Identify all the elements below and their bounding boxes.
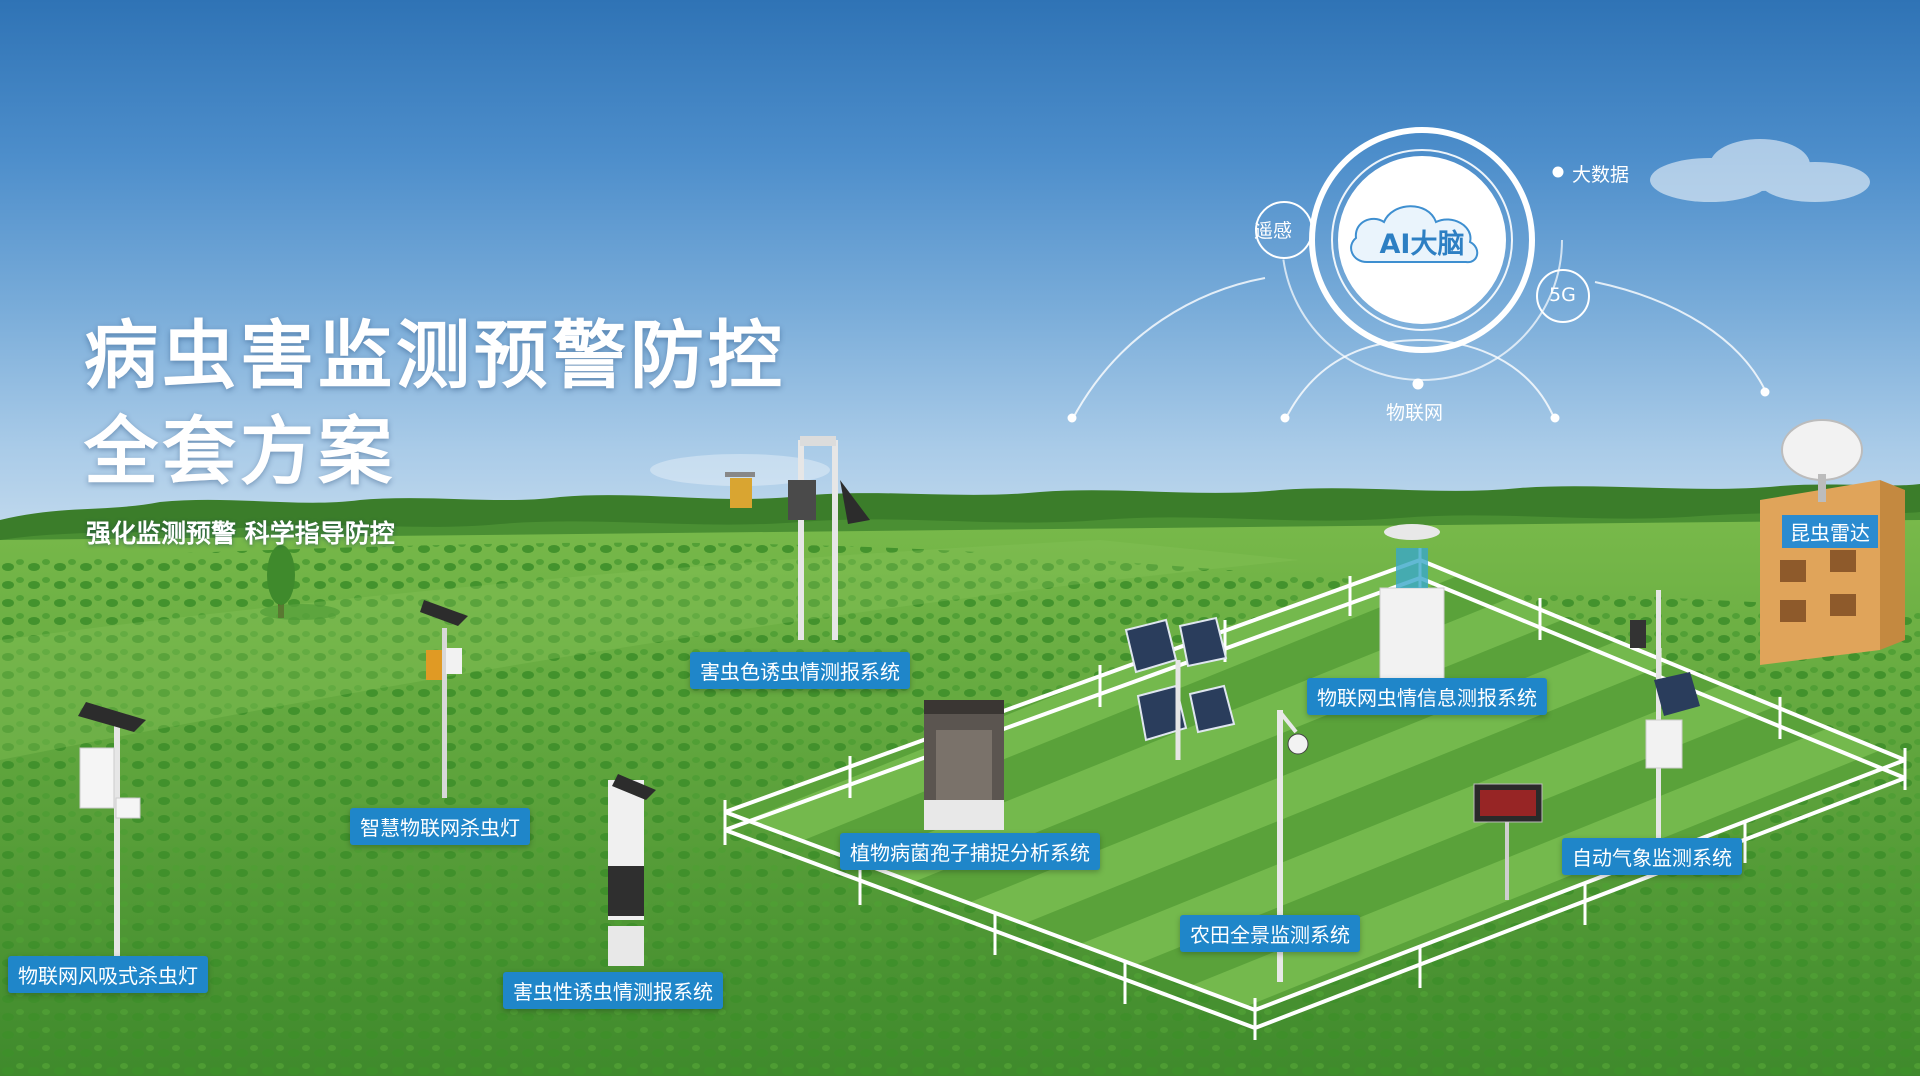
led-display-board: [1473, 783, 1543, 900]
weather-station: [1630, 590, 1700, 850]
fenced-plot: [725, 560, 1905, 1010]
tree: [260, 545, 340, 620]
slogan: 强化监测预警 科学指导防控: [86, 519, 395, 548]
color-trap-tag: 害虫色诱虫情测报系统: [690, 652, 910, 689]
big-data-label: 大数据: [1572, 164, 1630, 186]
ai-hub-rings: [1067, 99, 1770, 423]
iot-label: 物联网: [1386, 402, 1444, 424]
wind-suction-lamp: [78, 702, 146, 960]
smart-insect-lamp: [420, 600, 468, 798]
5g-node: [1536, 269, 1590, 323]
ai-brain-label: AI大脑: [1379, 229, 1465, 260]
clouds: [650, 139, 1870, 486]
pheromone-trap-tag: 害虫性诱虫情测报系统: [503, 972, 723, 1009]
hill-highlight: [0, 540, 1300, 760]
5g-label: 5G: [1549, 284, 1576, 306]
page-title-line2: 全套方案: [84, 409, 396, 495]
camera-pole: [1277, 710, 1309, 982]
cloud-icon: [1350, 205, 1479, 264]
remote-sensing-node: [1255, 201, 1313, 259]
weather-station-tag: 自动气象监测系统: [1562, 838, 1742, 875]
pheromone-trap: [608, 774, 656, 966]
insect-radar-tag: 昆虫雷达: [1782, 515, 1878, 548]
spore-catcher: [924, 700, 1004, 830]
field-camera-tag: 农田全景监测系统: [1180, 915, 1360, 952]
color-trap-tower: [725, 436, 870, 640]
sky-background: [0, 0, 1920, 560]
solar-panels: [1124, 616, 1236, 760]
smart-lamp-tag: 智慧物联网杀虫灯: [350, 808, 530, 845]
spore-catcher-tag: 植物病菌孢子捕捉分析系统: [840, 833, 1100, 870]
remote-sensing-label: 遥感: [1254, 220, 1293, 242]
page-title: 病虫害监测预警防控: [84, 313, 786, 399]
pest-info-tag: 物联网虫情信息测报系统: [1307, 678, 1547, 715]
wind-lamp-tag: 物联网风吸式杀虫灯: [8, 956, 208, 993]
